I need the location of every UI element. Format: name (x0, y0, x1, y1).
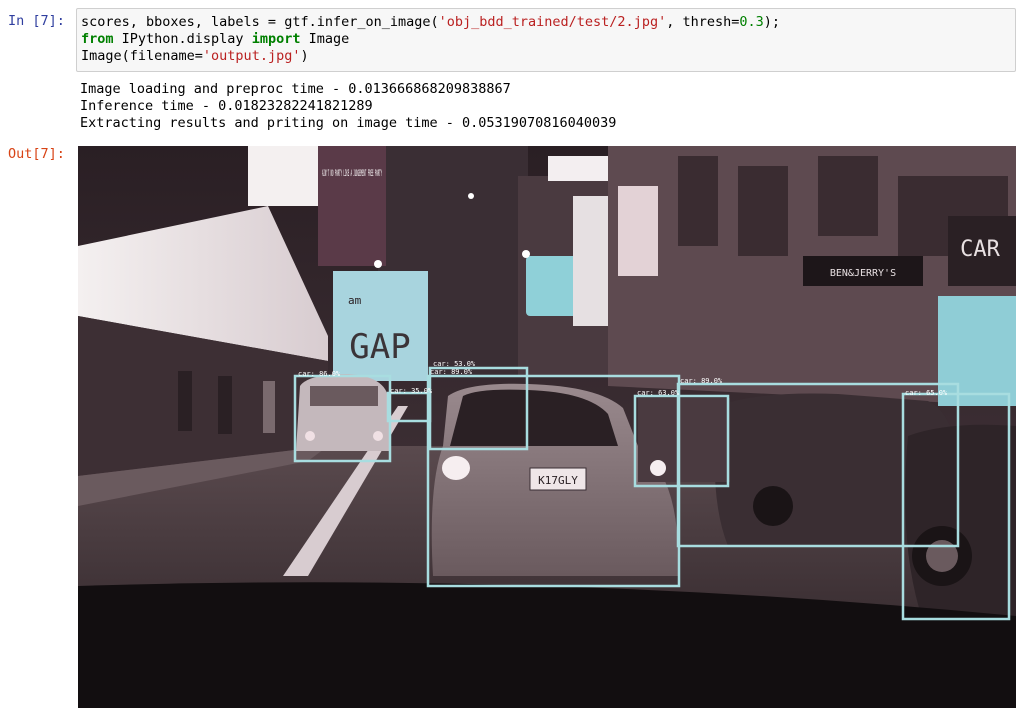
detection-label: car: 35.0% (390, 387, 433, 395)
am-sign: am (348, 294, 362, 307)
code-keyword: import (251, 31, 301, 47)
input-prompt: In [7]: (8, 13, 65, 29)
code-cell-editor[interactable]: scores, bboxes, labels = gtf.infer_on_im… (76, 8, 1016, 72)
detection-label: car: 89.0% (430, 368, 473, 376)
detection-boxes (293, 366, 1011, 621)
stdout-line: Image loading and preproc time - 0.01366… (80, 81, 511, 97)
detection-label: car: 89.0% (680, 377, 723, 385)
store-sign: BEN&JERRY'S (830, 268, 896, 279)
code-text: scores, bboxes, labels = gtf.infer_on_im… (81, 14, 439, 30)
billboard-text: AIN'T NO PARTY LIKE A JUDGEMENT FREE PAR… (322, 169, 382, 179)
code-text: Image (300, 31, 350, 47)
detection-label: car: 63.0% (637, 389, 680, 397)
code-keyword: from (81, 31, 114, 47)
code-line-3: Image(filename='output.jpg') (81, 48, 1011, 65)
detection-box (901, 392, 1011, 621)
code-text: Image(filename= (81, 48, 203, 64)
detection-box (428, 366, 529, 451)
code-line-2: from IPython.display import Image (81, 31, 1011, 48)
license-plate: K17GLY (538, 474, 578, 487)
code-string: 'output.jpg' (202, 48, 301, 64)
detection-label: car: 53.0% (433, 360, 476, 368)
detection-labels: car: 86.0% car: 35.0% car: 53.0% car: 89… (298, 360, 948, 397)
output-image: AIN'T NO PARTY LIKE A JUDGEMENT FREE PAR… (78, 146, 1016, 708)
code-text: IPython.display (113, 31, 252, 47)
gap-sign: GAP (349, 327, 410, 367)
street-scene: AIN'T NO PARTY LIKE A JUDGEMENT FREE PAR… (78, 146, 1016, 708)
car-shop-sign: CAR (960, 237, 1000, 262)
detection-box (633, 394, 730, 488)
output-prompt: Out[7]: (8, 146, 65, 162)
stdout-output: Image loading and preproc time - 0.01366… (80, 81, 616, 132)
stdout-line: Inference time - 0.01823282241821289 (80, 98, 373, 114)
code-text: ); (763, 14, 781, 30)
detection-box (676, 382, 960, 548)
code-string: 'obj_bdd_trained/test/2.jpg' (438, 14, 667, 30)
code-line-1: scores, bboxes, labels = gtf.infer_on_im… (81, 14, 1011, 31)
code-text: , thresh= (666, 14, 740, 30)
code-text: ) (300, 48, 309, 64)
detection-label: car: 65.0% (905, 389, 948, 397)
stdout-line: Extracting results and priting on image … (80, 115, 617, 131)
code-number: 0.3 (739, 14, 764, 30)
detection-box (293, 374, 392, 463)
detection-label: car: 86.0% (298, 370, 341, 378)
